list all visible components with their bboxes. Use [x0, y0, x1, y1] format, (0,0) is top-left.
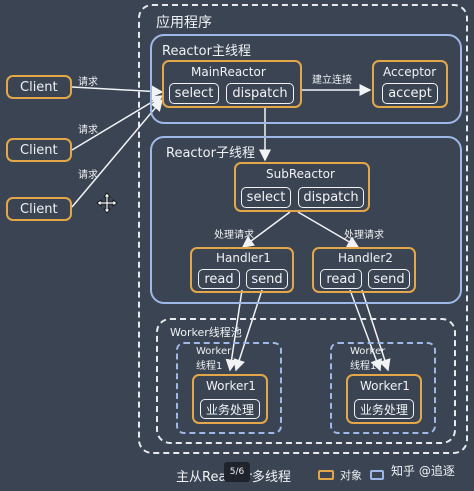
- acceptor-accept: accept: [382, 83, 438, 104]
- worker-thread-2: Worker 线程1 Worker1 业务处理: [330, 342, 436, 434]
- client-3: Client: [6, 197, 72, 221]
- worker-thread-pool: [156, 318, 456, 444]
- arrow-subreactor-handler1: [241, 211, 291, 248]
- reactor-main-thread-group: [150, 34, 462, 124]
- request-label: 请求: [78, 77, 98, 88]
- handle-request-label: 处理请求: [344, 230, 384, 241]
- worker-thread-line2: 线程1: [350, 361, 377, 372]
- handler-read: read: [198, 269, 240, 289]
- acceptor: Acceptor accept: [372, 60, 448, 108]
- worker-task: 业务处理: [200, 399, 260, 419]
- worker-thread-line1: Worker: [350, 346, 386, 357]
- handler-read: read: [320, 269, 362, 289]
- worker-name: Worker1: [206, 379, 256, 393]
- sub-reactor-select: select: [241, 187, 291, 208]
- application-title: 应用程序: [156, 15, 212, 31]
- handler-1: Handler1 read send: [190, 247, 294, 293]
- sub-reactor-dispatch: dispatch: [298, 187, 364, 208]
- handler-name: Handler2: [338, 251, 393, 265]
- sub-reactor-name: SubReactor: [266, 167, 335, 181]
- main-reactor-select: select: [169, 83, 219, 104]
- worker-thread-line2: 线程1: [196, 361, 223, 372]
- application-container: [138, 4, 468, 454]
- arrow-client1-mainreactor: [71, 85, 164, 98]
- reactor-sub-thread-group: [150, 136, 462, 304]
- client-label: Client: [20, 80, 58, 95]
- legend-object-label: 对象: [340, 469, 362, 482]
- move-cursor-icon: [96, 192, 118, 214]
- legend-object-swatch: [318, 470, 334, 480]
- main-reactor: MainReactor select dispatch: [162, 60, 302, 108]
- worker-thread-1: Worker 线程1 Worker1 业务处理: [176, 342, 282, 434]
- client-2: Client: [6, 138, 72, 162]
- worker-thread-line1: Worker: [196, 346, 232, 357]
- handle-request-label: 处理请求: [214, 230, 254, 241]
- client-label: Client: [20, 202, 58, 217]
- worker-name: Worker1: [360, 379, 410, 393]
- page-indicator-text: 5/6: [229, 467, 245, 477]
- client-label: Client: [20, 143, 58, 158]
- main-reactor-dispatch: dispatch: [226, 83, 294, 104]
- worker-2-object: Worker1 业务处理: [346, 374, 422, 424]
- client-1: Client: [6, 75, 72, 99]
- watermark: 知乎 @追逐: [388, 462, 458, 479]
- legend-thread-swatch: [370, 470, 384, 480]
- worker-1-object: Worker1 业务处理: [192, 374, 268, 424]
- request-label: 请求: [78, 125, 98, 136]
- connect-label: 建立连接: [312, 75, 352, 86]
- arrow-subreactor-handler2: [297, 211, 360, 248]
- worker-task: 业务处理: [354, 399, 414, 419]
- arrow-client2-mainreactor: [71, 95, 164, 151]
- handler-send: send: [246, 269, 288, 289]
- arrow-client3-mainreactor: [71, 98, 163, 208]
- page-indicator: 5/6: [224, 462, 250, 482]
- reactor-sub-thread-title: Reactor子线程: [166, 146, 255, 161]
- reactor-main-thread-title: Reactor主线程: [162, 44, 251, 59]
- request-label: 请求: [78, 170, 98, 181]
- handler-2: Handler2 read send: [312, 247, 416, 293]
- handler-send: send: [368, 269, 410, 289]
- sub-reactor: SubReactor select dispatch: [234, 162, 370, 212]
- main-reactor-name: MainReactor: [191, 65, 266, 79]
- worker-pool-title: Worker线程池: [170, 326, 242, 339]
- handler-name: Handler1: [216, 251, 271, 265]
- acceptor-name: Acceptor: [383, 65, 437, 79]
